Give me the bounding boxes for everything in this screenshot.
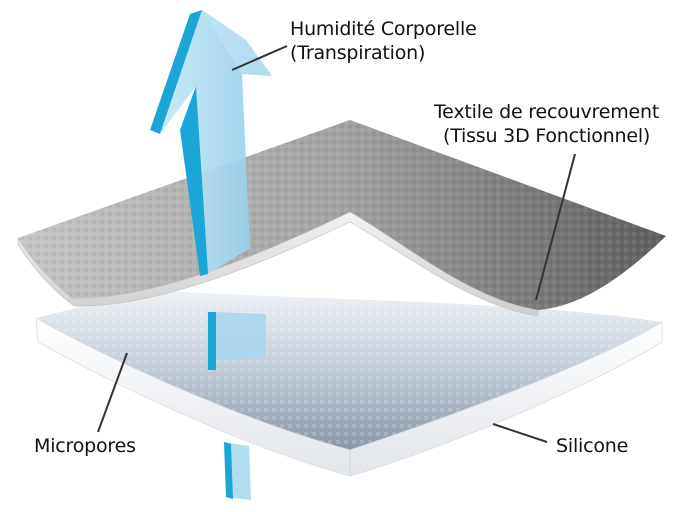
humidity-label: Humidité Corporelle (Transpiration) <box>290 17 477 65</box>
leader-textile <box>535 153 576 301</box>
textile-label: Textile de recouvrement (Tissu 3D Foncti… <box>434 100 659 148</box>
arrow-lower-segment <box>224 442 251 500</box>
humidity-label-line1: Humidité Corporelle <box>290 18 477 40</box>
silicone-label: Silicone <box>556 435 629 457</box>
leader-lines <box>97 45 576 443</box>
leader-micropores <box>97 352 128 433</box>
micropores-label: Micropores <box>34 435 136 457</box>
arrow-middle-segment <box>208 312 266 370</box>
textile-layer <box>17 120 666 317</box>
leader-silicone <box>492 423 548 443</box>
leader-humidity <box>231 45 288 71</box>
textile-label-line2: (Tissu 3D Fonctionnel) <box>442 125 651 147</box>
silicone-layer <box>35 290 663 477</box>
textile-label-line1: Textile de recouvrement <box>434 101 660 123</box>
humidity-label-line2: (Transpiration) <box>290 42 426 64</box>
upward-arrow-icon <box>150 10 272 276</box>
